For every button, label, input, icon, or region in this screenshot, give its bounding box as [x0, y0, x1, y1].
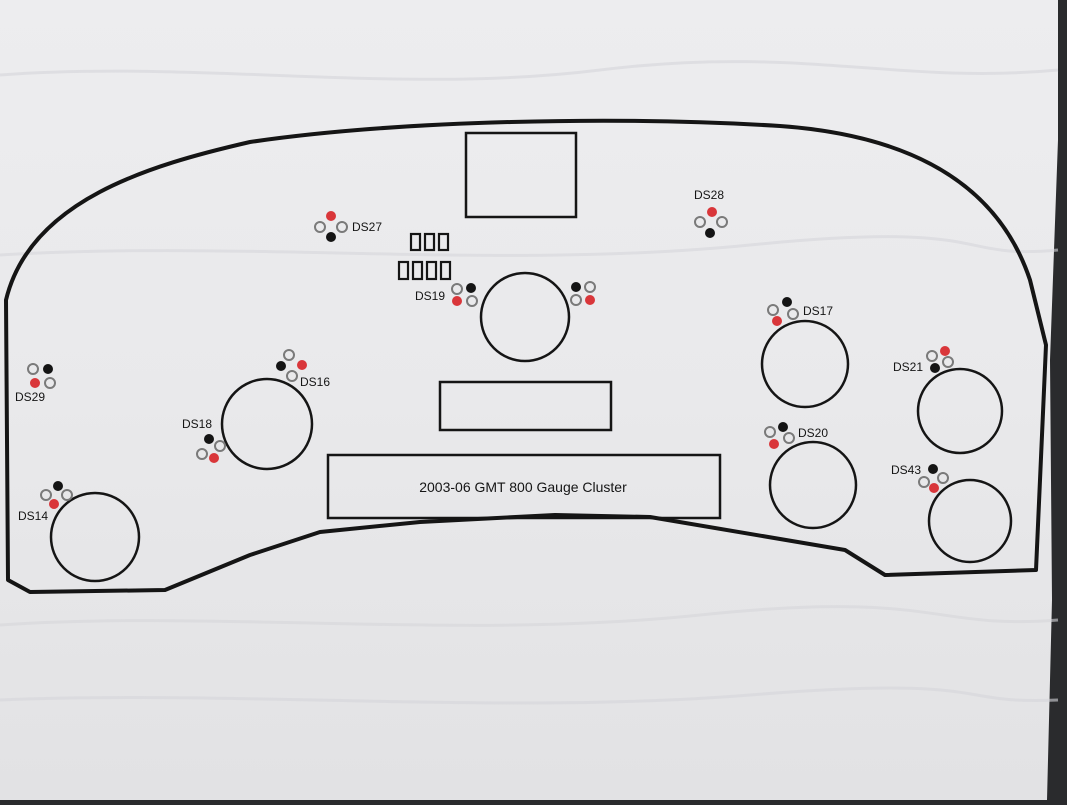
gauge-ds43	[927, 478, 1013, 564]
gauge-ds20	[768, 440, 858, 530]
label-ds27: DS27	[352, 220, 382, 234]
gauge-ds16	[220, 377, 314, 471]
indicator-boxes	[397, 232, 452, 281]
led-cluster-ds20	[764, 422, 795, 449]
led-cluster-ds14	[40, 481, 73, 509]
center-display-box	[438, 380, 613, 432]
led-cluster-ds16	[276, 349, 307, 382]
gauge-ds14	[49, 491, 141, 583]
cluster-outline	[4, 118, 1048, 594]
label-ds43: DS43	[891, 463, 921, 477]
gauge-ds17	[760, 319, 850, 409]
led-cluster-ds28	[694, 207, 728, 238]
label-ds17: DS17	[803, 304, 833, 318]
led-cluster-ds19-left	[451, 283, 478, 307]
label-ds19: DS19	[415, 289, 445, 303]
gauge-ds19	[479, 271, 571, 363]
label-ds16: DS16	[300, 375, 330, 389]
label-ds18: DS18	[182, 417, 212, 431]
label-ds29: DS29	[15, 390, 45, 404]
led-cluster-ds17	[767, 297, 799, 326]
led-cluster-ds43	[918, 464, 949, 493]
gauge-ds21	[916, 367, 1004, 455]
label-ds21: DS21	[893, 360, 923, 374]
led-cluster-ds27	[314, 211, 348, 242]
paper-wrinkles	[0, 60, 1059, 705]
led-cluster-ds29	[27, 363, 56, 389]
label-ds14: DS14	[18, 509, 48, 523]
led-cluster-ds19-right	[570, 281, 596, 306]
title-box	[326, 453, 722, 520]
label-ds20: DS20	[798, 426, 828, 440]
led-markers	[27, 207, 954, 509]
led-cluster-ds18	[196, 434, 226, 463]
top-display-box	[464, 131, 578, 219]
cluster-title: 2003-06 GMT 800 Gauge Cluster	[419, 479, 627, 495]
label-ds28: DS28	[694, 188, 724, 202]
led-cluster-ds21	[926, 346, 954, 373]
